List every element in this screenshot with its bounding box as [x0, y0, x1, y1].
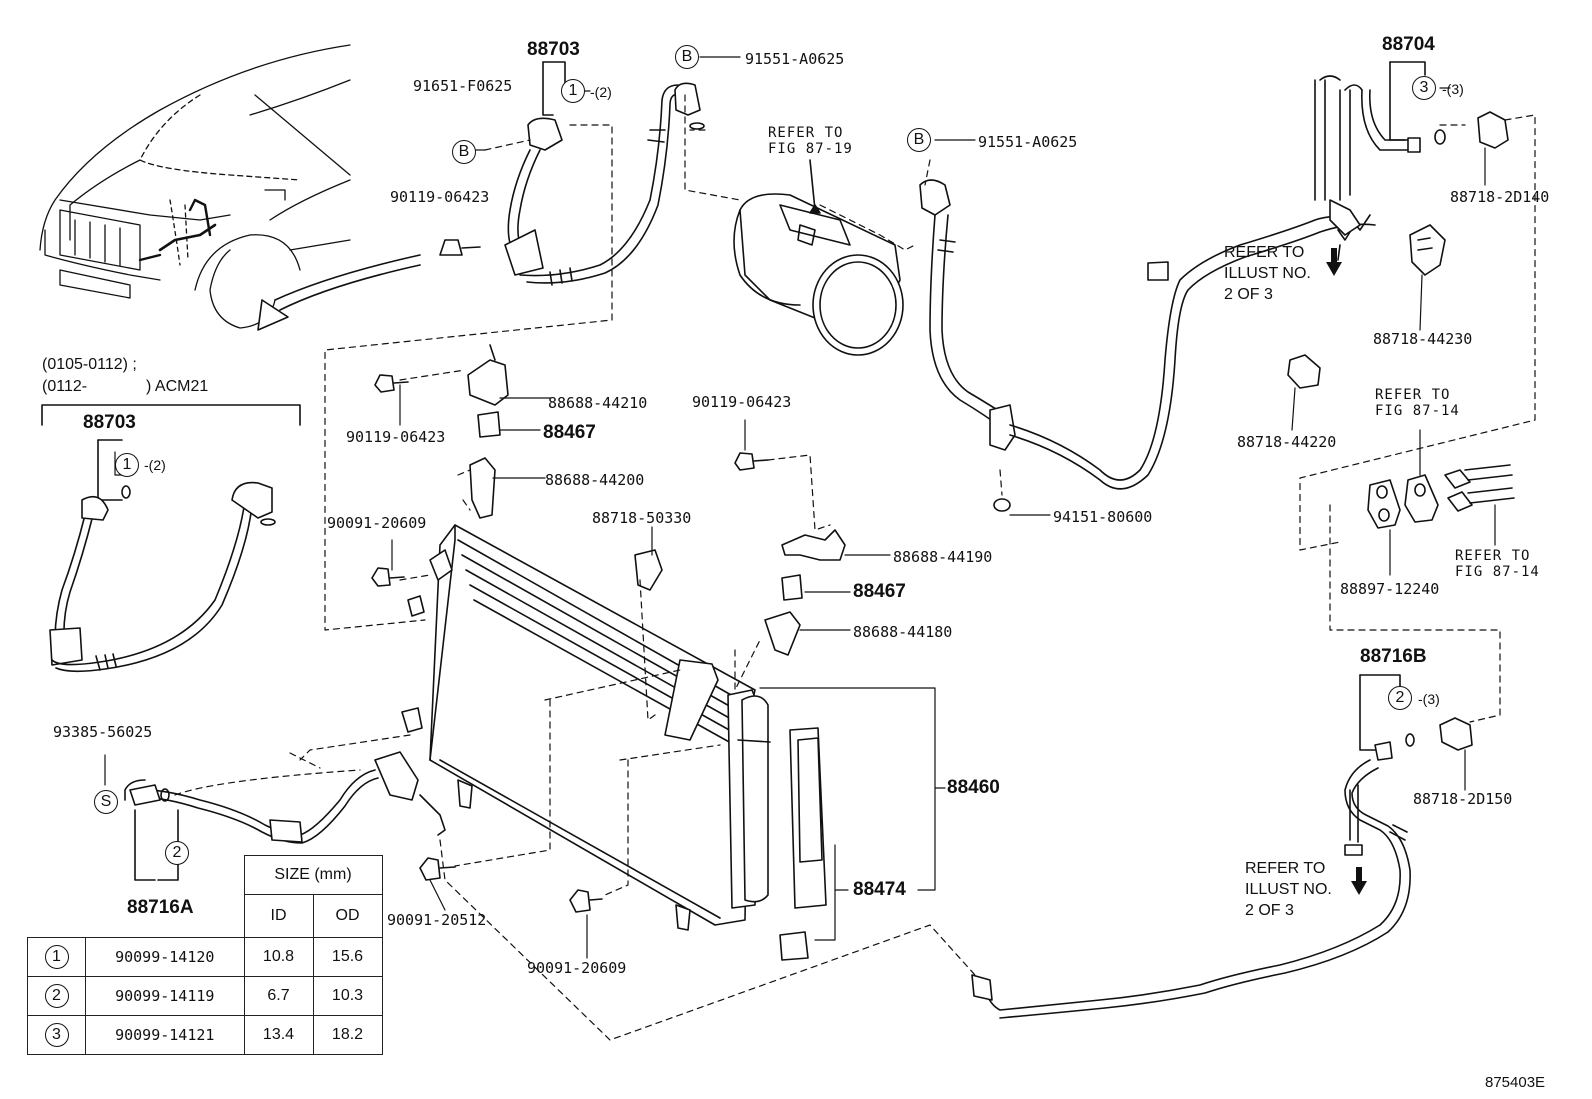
marker-b-91651: B [452, 140, 476, 164]
suction-tube-88704 [1314, 61, 1509, 261]
part-91551-A0625-a: 91551-A0625 [745, 50, 845, 68]
part-88716B: 88716B [1360, 646, 1427, 667]
col-id: ID [243, 894, 314, 938]
part-90091-20609-a: 90091-20609 [327, 514, 427, 532]
bracket-88688-44180 [764, 611, 801, 656]
table-row: 1 90099-14120 10.8 15.6 [27, 937, 383, 977]
diagram-code: 875403E [1485, 1074, 1546, 1091]
clamp-88718-50330 [634, 549, 663, 591]
qty-88703: -(2) [590, 84, 612, 100]
qty-inset: -(2) [144, 457, 166, 473]
condenser-88460 [401, 524, 771, 931]
refer-fig-87-14-bottom: REFER TO FIG 87-14 [1455, 548, 1540, 580]
refer-illust-bottom: REFER TO ILLUST NO. 2 OF 3 [1245, 860, 1332, 919]
part-88718-2D150: 88718-2D150 [1413, 790, 1513, 808]
callout-arrow [257, 254, 421, 331]
part-88688-44210: 88688-44210 [548, 394, 648, 412]
part-88718-2D140: 88718-2D140 [1450, 188, 1550, 206]
part-88718-44220: 88718-44220 [1237, 433, 1337, 451]
part-91651-F0625: 91651-F0625 [413, 77, 513, 95]
car-illustration [39, 44, 351, 329]
part-91551-A0625-b: 91551-A0625 [978, 133, 1078, 151]
part-90091-20512: 90091-20512 [387, 911, 487, 929]
part-88688-44200: 88688-44200 [545, 471, 645, 489]
table-row: 3 90099-14121 13.4 18.2 [27, 1015, 383, 1055]
refer-fig-87-19: REFER TO FIG 87-19 [768, 125, 853, 157]
inset-applicability-line1: (0105-0112) ; [42, 356, 137, 373]
fittings-88897 [1367, 464, 1515, 529]
part-88688-44190: 88688-44190 [893, 548, 993, 566]
part-88688-44180: 88688-44180 [853, 623, 953, 641]
cushion-88467-a [477, 411, 501, 438]
bolts [371, 374, 769, 913]
liquid-tube-88716B [971, 674, 1473, 1019]
compressor [733, 159, 904, 356]
part-90091-20609-b: 90091-20609 [527, 959, 627, 977]
part-88467-a: 88467 [543, 422, 596, 443]
part-88467-b: 88467 [853, 581, 906, 602]
size-header: SIZE (mm) [243, 855, 383, 895]
bracket-88688-44200 [469, 457, 496, 519]
marker-1-88703: 1 [561, 79, 585, 103]
marker-b-91551-b: B [907, 128, 931, 152]
qty-88704: -(3) [1442, 81, 1464, 97]
part-88897-12240: 88897-12240 [1340, 580, 1440, 598]
inset-applicability-line2-right: ) ACM21 [146, 378, 209, 395]
col-od: OD [312, 894, 383, 938]
part-88716A: 88716A [127, 897, 194, 918]
part-90119-06423-c: 90119-06423 [692, 393, 792, 411]
dashed-leaders [174, 94, 1536, 1041]
part-88718-50330: 88718-50330 [592, 509, 692, 527]
part-88703-inset: 88703 [83, 412, 136, 433]
suction-hose [919, 179, 1376, 512]
part-88474: 88474 [853, 879, 906, 900]
part-90119-06423-b: 90119-06423 [346, 428, 446, 446]
bracket-88688-44210 [467, 344, 509, 406]
inset-applicability-line2-left: (0112- [42, 378, 88, 395]
marker-3-88704: 3 [1412, 76, 1436, 100]
liquid-tube-88716A [124, 751, 446, 881]
discharge-hose-88703 [439, 61, 705, 286]
part-88704: 88704 [1382, 34, 1435, 55]
bracket-88688-44190 [781, 529, 846, 561]
inset-hose-88703 [49, 439, 276, 673]
marker-1-inset: 1 [115, 453, 139, 477]
part-94151-80600: 94151-80600 [1053, 508, 1153, 526]
inset-frame [41, 404, 301, 426]
marker-b-91551-a: B [675, 45, 699, 69]
desiccant-88474 [779, 727, 827, 961]
part-88703: 88703 [527, 39, 580, 60]
o-ring-size-table: SIZE (mm) ID OD 1 90099-14120 10.8 15.6 … [27, 855, 383, 1055]
leader-lines [104, 56, 1496, 959]
marker-2-88716A: 2 [165, 841, 189, 865]
clamp-88718-44220 [1287, 354, 1321, 389]
qty-88716B: -(3) [1418, 691, 1440, 707]
cushion-88467-b [781, 574, 803, 601]
part-90119-06423-a: 90119-06423 [390, 188, 490, 206]
part-88460: 88460 [947, 777, 1000, 798]
part-93385-56025: 93385-56025 [53, 723, 153, 741]
marker-2-88716B: 2 [1388, 686, 1412, 710]
part-88718-44230: 88718-44230 [1373, 330, 1473, 348]
clamp-88718-44230 [1409, 224, 1446, 276]
refer-fig-87-14-top: REFER TO FIG 87-14 [1375, 387, 1460, 419]
table-row: 2 90099-14119 6.7 10.3 [27, 976, 383, 1016]
down-arrow-icon [1326, 248, 1367, 895]
refer-illust-top: REFER TO ILLUST NO. 2 OF 3 [1224, 244, 1311, 303]
marker-s-93385: S [94, 790, 118, 814]
